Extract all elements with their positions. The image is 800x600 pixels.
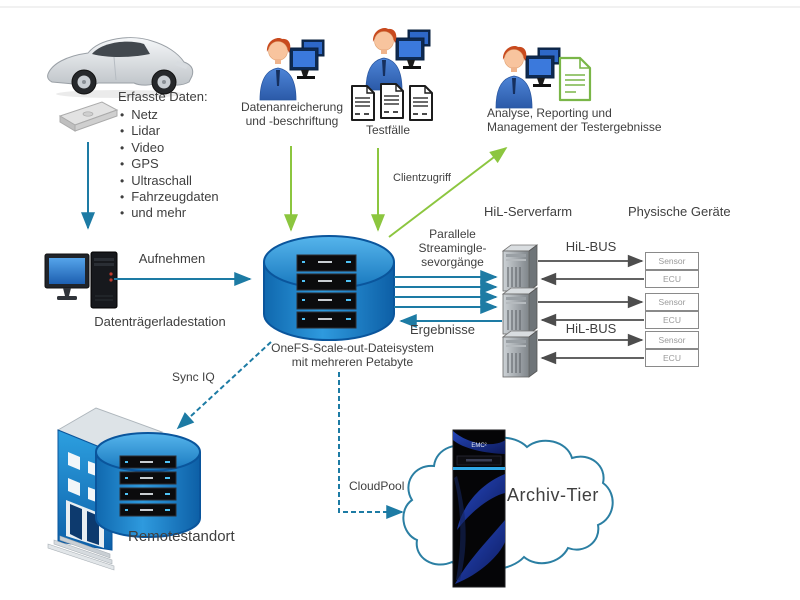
person-testcases-icon xyxy=(365,27,431,91)
hil-server-icon xyxy=(502,330,538,378)
analysis-label-line1: Analyse, Reporting und xyxy=(487,106,612,120)
cluster-label-line2: mit mehreren Petabyte xyxy=(291,354,414,369)
ecu-box-1: ECU xyxy=(645,270,699,288)
cloudpool-label: CloudPool xyxy=(349,479,405,493)
list-item: GPS xyxy=(120,156,219,172)
streaming-label-line1: Parallele xyxy=(429,227,476,241)
list-item: Video xyxy=(120,140,219,156)
person-analysis-icon xyxy=(495,45,561,109)
report-doc-icon xyxy=(558,56,592,102)
arrow-clientzugriff xyxy=(388,146,508,238)
hil-bus-label-top: HiL-BUS xyxy=(565,239,617,254)
workstation-icon xyxy=(44,251,118,309)
enrichment-label-line1: Datenanreicherung xyxy=(240,100,344,114)
testcases-label: Testfälle xyxy=(365,123,411,137)
sync-iq-label: Sync IQ xyxy=(172,370,215,384)
list-item: Netz xyxy=(120,107,219,123)
ergebnisse-label: Ergebnisse xyxy=(410,322,476,337)
enrichment-label-line2: und -beschriftung xyxy=(245,113,339,128)
connector-layer xyxy=(81,142,644,519)
hil-server-icon xyxy=(502,287,538,335)
analysis-label: Analyse, Reporting und Management der Te… xyxy=(487,106,662,135)
person-enrichment-icon xyxy=(259,37,325,101)
hil-bus-label-bottom: HiL-BUS xyxy=(565,321,617,336)
cluster-nodes xyxy=(296,254,357,329)
devices-title: Physische Geräte xyxy=(628,204,731,219)
collected-data-title: Erfasste Daten: xyxy=(118,89,208,104)
sensor-box-1: Sensor xyxy=(645,252,699,270)
cluster-label-line1: OneFS-Scale-out-Dateisystem xyxy=(271,341,434,355)
arrow-sync-iq xyxy=(176,341,272,430)
list-item: Lidar xyxy=(120,123,219,139)
ecu-box-3: ECU xyxy=(645,349,699,367)
cluster-cylinder-icon xyxy=(263,235,395,341)
workstation-label: Datenträgerladestation xyxy=(94,314,226,329)
rack-logo-text: EMC² xyxy=(471,443,486,449)
list-item: und mehr xyxy=(120,205,219,221)
enrichment-label: Datenanreicherung und -beschriftung xyxy=(224,100,360,129)
hil-server-icon xyxy=(502,244,538,292)
archive-rack-icon: EMC² xyxy=(452,429,506,588)
ecu-box-2: ECU xyxy=(645,311,699,329)
arrow-cloudpool xyxy=(338,372,404,519)
analysis-label-line2: Management der Testergebnisse xyxy=(487,119,662,134)
sensor-box-3: Sensor xyxy=(645,331,699,349)
list-item: Ultraschall xyxy=(120,173,219,189)
aufnehmen-label: Aufnehmen xyxy=(138,251,206,266)
remote-cluster-cylinder-icon xyxy=(95,432,201,538)
cluster-label: OneFS-Scale-out-Dateisystem mit mehreren… xyxy=(240,341,465,370)
sensor-box-2: Sensor xyxy=(645,293,699,311)
disk-icon xyxy=(58,101,119,132)
collected-data-list: Netz Lidar Video GPS Ultraschall Fahrzeu… xyxy=(120,107,219,222)
list-item: Fahrzeugdaten xyxy=(120,189,218,205)
archive-tier-label: Archiv-Tier xyxy=(507,485,599,505)
streaming-label-line2: Streamingle- xyxy=(418,240,487,255)
remote-site-label: Remotestandort xyxy=(128,528,235,545)
streaming-label-line3: sevorgänge xyxy=(421,254,484,269)
clientzugriff-label: Clientzugriff xyxy=(393,172,451,184)
car-icon xyxy=(47,37,194,98)
testcase-doc-icon xyxy=(380,83,404,119)
serverfarm-title: HiL-Serverfarm xyxy=(484,204,573,219)
testcase-doc-icon xyxy=(409,85,433,121)
streaming-label: Parallele Streamingle- sevorgänge xyxy=(405,227,500,269)
